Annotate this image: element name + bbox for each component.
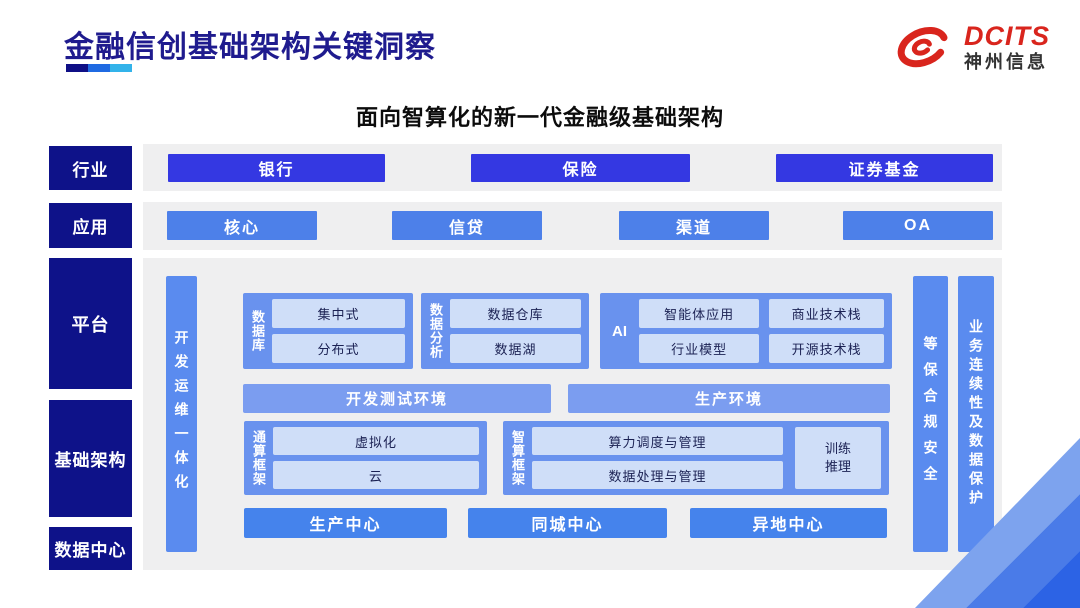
center-remote: 异地中心 — [690, 508, 887, 538]
layer-label-datacenter: 数据中心 — [49, 527, 132, 570]
logo-company: 神州信息 — [964, 52, 1048, 73]
layer-label-industry: 行业 — [49, 146, 132, 190]
analytics-items: 数据仓库 数据湖 — [450, 299, 581, 363]
analytics-item-warehouse: 数据仓库 — [450, 299, 581, 328]
industry-item-securities: 证券基金 — [776, 154, 993, 182]
database-item-centralized: 集中式 — [272, 299, 405, 328]
title-underline — [66, 64, 132, 72]
layer-label-application: 应用 — [49, 203, 132, 248]
database-item-distributed: 分布式 — [272, 334, 405, 363]
ai-item-opensource-stack: 开源技术栈 — [769, 334, 884, 363]
smart-compute-items: 算力调度与管理 数据处理与管理 — [532, 427, 783, 489]
analytics-item-lake: 数据湖 — [450, 334, 581, 363]
general-compute-label: 通算框架 — [251, 430, 266, 486]
application-band: 核心 信贷 渠道 OA — [143, 202, 1002, 250]
ai-item-commercial-stack: 商业技术栈 — [769, 299, 884, 328]
underline-segment-mid — [88, 64, 110, 72]
underline-segment-dark — [66, 64, 88, 72]
ai-group: AI 智能体应用 商业技术栈 行业模型 开源技术栈 — [600, 293, 892, 369]
center-same-city: 同城中心 — [468, 508, 667, 538]
application-item-channel: 渠道 — [619, 211, 769, 240]
application-item-core: 核心 — [167, 211, 317, 240]
ai-item-agent-app: 智能体应用 — [639, 299, 760, 328]
analytics-group: 数据分析 数据仓库 数据湖 — [421, 293, 589, 369]
general-compute-group: 通算框架 虚拟化 云 — [244, 421, 487, 495]
layer-label-infrastructure: 基础架构 — [49, 400, 132, 517]
industry-item-bank: 银行 — [168, 154, 385, 182]
gc-item-virtualization: 虚拟化 — [273, 427, 479, 455]
center-production: 生产中心 — [244, 508, 447, 538]
database-items: 集中式 分布式 — [272, 299, 405, 363]
database-group-label: 数据库 — [250, 310, 265, 352]
dev-test-env-bar: 开发测试环境 — [243, 384, 551, 413]
sc-item-data-processing: 数据处理与管理 — [532, 461, 783, 489]
underline-segment-light — [110, 64, 132, 72]
application-item-oa: OA — [843, 211, 993, 240]
platform-band: 开发运维一体化 数据库 集中式 分布式 数据分析 数据仓库 数据湖 AI 智能体… — [143, 258, 1002, 570]
business-continuity-bar: 业务连续性及数据保护 — [958, 276, 994, 552]
analytics-group-label: 数据分析 — [428, 303, 443, 359]
industry-item-insurance: 保险 — [471, 154, 690, 182]
sc-item-train-infer: 训练推理 — [795, 427, 881, 489]
industry-band: 银行 保险 证券基金 — [143, 144, 1002, 191]
logo-brand: DCITS — [964, 20, 1050, 51]
general-compute-items: 虚拟化 云 — [273, 427, 479, 489]
layer-label-platform: 平台 — [49, 258, 132, 389]
database-group: 数据库 集中式 分布式 — [243, 293, 413, 369]
ai-group-label: AI — [612, 322, 627, 340]
security-compliance-bar: 等保合规安全 — [913, 276, 948, 552]
devops-bar: 开发运维一体化 — [166, 276, 197, 552]
production-env-bar: 生产环境 — [568, 384, 890, 413]
page-title: 金融信创基础架构关键洞察 — [64, 31, 436, 64]
ai-items: 智能体应用 商业技术栈 行业模型 开源技术栈 — [639, 299, 884, 363]
logo-text: DCITS 神州信息 — [964, 22, 1050, 72]
dcits-swirl-icon — [897, 27, 948, 68]
diagram-title: 面向智算化的新一代金融级基础架构 — [355, 105, 724, 130]
sc-item-compute-scheduling: 算力调度与管理 — [532, 427, 783, 455]
gc-item-cloud: 云 — [273, 461, 479, 489]
ai-item-industry-model: 行业模型 — [639, 334, 760, 363]
dcits-logo: DCITS 神州信息 — [890, 20, 1050, 74]
sc-item-train-infer-text: 训练推理 — [825, 440, 852, 474]
smart-compute-group: 智算框架 算力调度与管理 数据处理与管理 训练推理 — [503, 421, 889, 495]
smart-compute-label: 智算框架 — [510, 430, 525, 486]
application-item-credit: 信贷 — [392, 211, 542, 240]
